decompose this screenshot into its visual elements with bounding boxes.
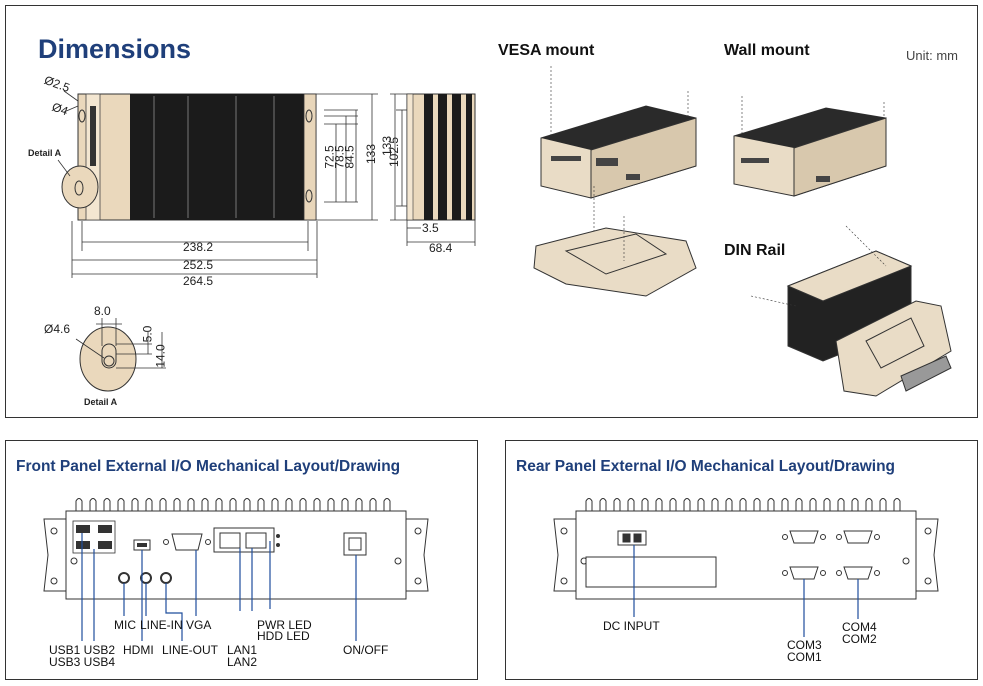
wall-mount-title: Wall mount	[724, 42, 810, 59]
detail-width-label: 8.0	[94, 304, 111, 318]
label-lan2: LAN2	[227, 655, 258, 669]
label-com2: COM2	[842, 632, 877, 646]
side-height-inner-label: 102.5	[387, 136, 402, 168]
label-hdmi: HDMI	[123, 643, 154, 657]
rear-panel-title: Rear Panel External I/O Mechanical Layou…	[516, 458, 896, 475]
label-line-out: LINE-OUT	[162, 643, 219, 657]
label-dc-input: DC INPUT	[603, 619, 660, 633]
front-panel-drawing	[43, 498, 429, 641]
detail-h-large-label: 14.0	[153, 344, 168, 368]
height-133-front-label: 133	[364, 143, 379, 165]
height-84-label: 84.5	[342, 145, 357, 169]
vesa-mount-illustration	[533, 66, 697, 297]
front-chassis	[43, 498, 429, 600]
width-outer-label: 264.5	[183, 274, 214, 288]
label-vga: VGA	[186, 618, 212, 632]
din-rail-illustration	[750, 225, 952, 397]
label-usb12: USB1 USB2	[49, 643, 116, 657]
detail-a-caption: Detail A	[84, 397, 118, 407]
dimensions-title: Dimensions	[38, 34, 192, 64]
detail-a-enlarged	[79, 326, 137, 392]
label-com1: COM1	[787, 650, 822, 664]
label-usb34: USB3 USB4	[49, 655, 116, 669]
rear-panel-drawing	[553, 498, 939, 637]
side-depth-label: 68.4	[429, 241, 453, 255]
label-line-in: LINE-IN	[140, 618, 183, 632]
rear-panel-box: Rear Panel External I/O Mechanical Layou…	[505, 440, 978, 680]
side-depth-small-label: 3.5	[422, 221, 439, 235]
detail-h-small-label: 5.0	[140, 325, 155, 343]
label-com3: COM3	[787, 638, 822, 652]
detail-hole-label: Ø4.6	[44, 322, 71, 336]
dimensions-panel: Dimensions Unit: mm Ø2.5 Ø4 Detail A 238…	[5, 5, 978, 418]
label-lan1: LAN1	[227, 643, 258, 657]
label-on-off: ON/OFF	[343, 643, 389, 657]
wall-mount-illustration	[733, 96, 887, 197]
detail-a-label-front: Detail A	[28, 148, 62, 158]
side-view-chassis	[406, 93, 476, 221]
label-hdd-led: HDD LED	[257, 629, 310, 643]
din-rail-title: DIN Rail	[724, 242, 786, 259]
front-panel-title: Front Panel External I/O Mechanical Layo…	[16, 458, 401, 475]
front-panel-box: Front Panel External I/O Mechanical Layo…	[5, 440, 478, 680]
front-view-chassis	[61, 93, 317, 221]
vesa-mount-title: VESA mount	[498, 42, 595, 59]
width-mid-label: 252.5	[183, 258, 214, 272]
label-com4: COM4	[842, 620, 877, 634]
dimensions-drawing	[57, 66, 952, 397]
label-mic: MIC	[114, 618, 136, 632]
unit-label: Unit: mm	[906, 48, 958, 63]
width-inner-label: 238.2	[183, 240, 214, 254]
label-pwr-led: PWR LED	[257, 618, 312, 632]
